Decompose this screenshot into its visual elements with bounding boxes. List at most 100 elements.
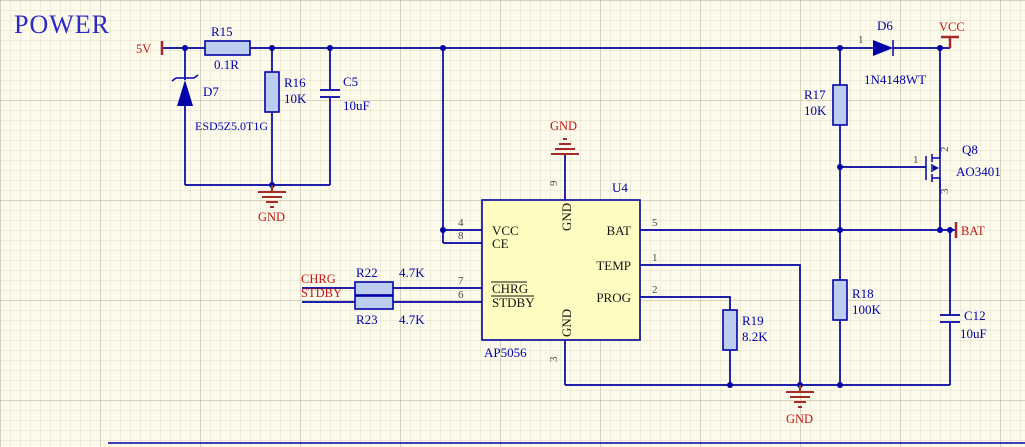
value[interactable]: 0.1R [214, 57, 239, 72]
wire-u4-left[interactable] [302, 48, 566, 303]
designator[interactable]: R22 [356, 265, 378, 280]
wire-right-column[interactable] [839, 47, 951, 385]
component-r17[interactable]: R17 10K [804, 84, 848, 126]
designator[interactable]: R19 [742, 313, 764, 328]
value[interactable]: 1N4148WT [864, 72, 926, 87]
power-port-bat[interactable]: BAT [954, 222, 985, 238]
pin-name-bat: BAT [606, 223, 631, 238]
pin-number-3: 3 [939, 188, 951, 194]
value[interactable]: 8.2K [742, 329, 768, 344]
component-r22[interactable]: R22 4.7K [354, 265, 425, 296]
diode-triangle[interactable] [177, 80, 193, 106]
pin-name-prog: PROG [596, 290, 631, 305]
component-d7[interactable]: D7 ESD5Z5.0T1G [171, 74, 268, 133]
resistor-body[interactable] [204, 40, 251, 56]
junction-dot [182, 45, 188, 51]
component-q8[interactable]: 1 2 3 Q8 AO3401 [913, 142, 1001, 194]
net-label-gnd[interactable]: GND [258, 210, 285, 224]
ground-icon [786, 385, 814, 408]
pin-number-8: 8 [458, 230, 464, 242]
component-r16[interactable]: R16 10K [264, 71, 307, 113]
designator[interactable]: D7 [203, 84, 219, 99]
pin-name-chrg: CHRG [492, 281, 528, 296]
net-label-5v[interactable]: 5V [136, 42, 151, 56]
designator[interactable]: R16 [284, 75, 306, 90]
gnd-port-top[interactable]: GND [550, 119, 579, 155]
pin-number-1: 1 [652, 252, 658, 264]
component-c12[interactable]: C12 10uF [940, 308, 987, 341]
component-r18[interactable]: R18 100K [832, 279, 882, 321]
pin-number-1: 1 [858, 34, 864, 46]
designator[interactable]: R23 [356, 312, 378, 327]
junction-dots [182, 45, 953, 388]
pin-name-stdby: STDBY [492, 295, 535, 310]
pin-name-temp: TEMP [596, 258, 631, 273]
designator[interactable]: R18 [852, 286, 874, 301]
designator[interactable]: D6 [877, 18, 893, 33]
resistor-body[interactable] [354, 281, 394, 296]
junction-dot [440, 45, 446, 51]
component-c5[interactable]: C5 10uF [320, 74, 370, 113]
value[interactable]: 10uF [960, 326, 987, 341]
designator[interactable]: R17 [804, 87, 826, 102]
designator[interactable]: Q8 [962, 142, 978, 157]
ic-body[interactable] [481, 199, 641, 341]
value[interactable]: 10K [804, 103, 827, 118]
capacitor-plates[interactable] [320, 89, 340, 98]
pin-name-vcc: VCC [492, 223, 519, 238]
value[interactable]: AP5056 [484, 345, 527, 360]
designator[interactable]: U4 [612, 180, 628, 195]
junction-dot [947, 227, 953, 233]
value[interactable]: AO3401 [956, 164, 1001, 179]
power-port-vcc[interactable]: VCC [939, 20, 965, 48]
net-label-gnd[interactable]: GND [786, 412, 813, 426]
value[interactable]: 10K [284, 91, 307, 106]
resistor-body[interactable] [832, 84, 848, 126]
gnd-port-left[interactable]: GND [258, 185, 286, 224]
designator[interactable]: R15 [211, 24, 233, 39]
component-r23[interactable]: R23 4.7K [354, 295, 425, 327]
junction-dot [837, 164, 843, 170]
resistor-body[interactable] [832, 279, 848, 321]
designator[interactable]: C5 [343, 74, 358, 89]
value[interactable]: ESD5Z5.0T1G [195, 119, 268, 133]
junction-dot [327, 45, 333, 51]
net-label-stdby[interactable]: STDBY [301, 286, 342, 300]
value[interactable]: 100K [852, 302, 882, 317]
pin-number-7: 7 [458, 275, 464, 287]
value[interactable]: 4.7K [399, 265, 425, 280]
pin-number-5: 5 [652, 217, 658, 229]
component-d6[interactable]: 1 D6 1N4148WT [858, 18, 926, 87]
wire-input-top-rail[interactable] [162, 47, 873, 186]
diode-triangle[interactable] [873, 40, 893, 56]
value[interactable]: 10uF [343, 98, 370, 113]
junction-dot [837, 382, 843, 388]
component-r19[interactable]: R19 8.2K [722, 309, 768, 351]
power-port-5v[interactable]: 5V [136, 41, 164, 56]
net-label-gnd[interactable]: GND [550, 119, 577, 133]
wire-u4-right-bottom[interactable] [564, 229, 956, 386]
sheet-title: POWER [14, 10, 110, 39]
net-label-bat[interactable]: BAT [961, 224, 985, 238]
component-u4[interactable]: U4 AP5056 4 8 7 6 5 1 2 9 3 VCC CE CHRG … [458, 180, 658, 362]
resistor-body[interactable] [722, 309, 738, 351]
pin-name-gnd-bottom: GND [559, 309, 574, 337]
resistor-body[interactable] [354, 295, 394, 310]
junction-dot [837, 45, 843, 51]
resistor-body[interactable] [264, 71, 280, 113]
pin-number-2: 2 [939, 147, 951, 153]
pin-number-2: 2 [652, 284, 658, 296]
gnd-port-bottom[interactable]: GND [786, 385, 814, 426]
value[interactable]: 4.7K [399, 312, 425, 327]
pin-number-3: 3 [548, 356, 560, 362]
ground-icon [258, 185, 286, 208]
net-label-vcc[interactable]: VCC [939, 20, 965, 34]
pin-number-4: 4 [458, 217, 464, 229]
capacitor-plates[interactable] [940, 314, 960, 323]
junction-dot [937, 45, 943, 51]
designator[interactable]: C12 [964, 308, 986, 323]
component-r15[interactable]: R15 0.1R [204, 24, 251, 72]
pin-name-gnd-top: GND [559, 203, 574, 231]
net-label-chrg[interactable]: CHRG [301, 272, 336, 286]
